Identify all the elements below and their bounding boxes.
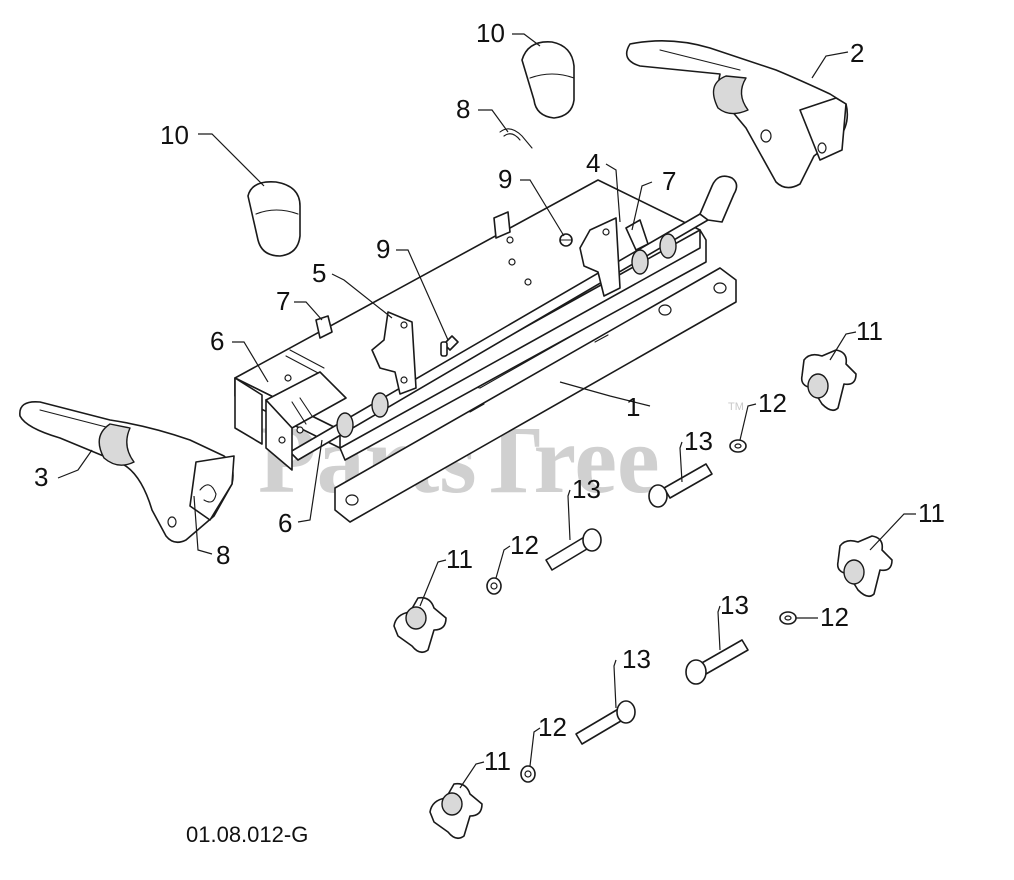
callout-grip-left: 10 (160, 120, 189, 150)
bolt-right-part (559, 233, 573, 247)
callout-pin-lower: 8 (216, 540, 230, 570)
carriage-bolt-b (545, 528, 602, 571)
bushing-plate-part (265, 371, 347, 471)
right-bracket-part (579, 217, 621, 297)
clip-left-part (315, 315, 333, 339)
callout-knob-c: 11 (446, 544, 473, 574)
grip-right-part (521, 41, 575, 119)
callout-carriage-bolt-d: 13 (622, 644, 651, 674)
carriage-bolt-c (685, 639, 749, 685)
callout-left-bracket: 5 (312, 258, 326, 288)
callout-clip-left: 7 (276, 286, 290, 316)
callout-bolt-left: 9 (376, 234, 390, 264)
callout-carriage-bolt-c: 13 (720, 590, 749, 620)
carriage-bolt-a (648, 463, 713, 508)
clip-right-part (625, 219, 649, 251)
callout-knob-d: 11 (484, 746, 511, 776)
callout-grip-right: 10 (476, 18, 505, 48)
callout-carriage-bolt-a: 13 (684, 426, 713, 456)
top-plate-tab (493, 211, 511, 239)
washer-a (729, 439, 747, 453)
star-knob-d (429, 782, 483, 840)
washer-d (520, 765, 536, 783)
callout-knob-b: 11 (918, 498, 945, 528)
callout-right-bracket: 4 (586, 148, 600, 178)
callout-bushing-upper: 6 (210, 326, 224, 356)
washer-c (779, 611, 797, 625)
star-knob-c (393, 596, 447, 654)
callout-washer-b: 12 (510, 530, 539, 560)
washer-b (486, 577, 502, 595)
bolt-left-part (440, 335, 459, 357)
callout-bushing-lower: 6 (278, 508, 292, 538)
callout-clip-right: 7 (662, 166, 676, 196)
right-lever-part (625, 40, 849, 189)
grip-left-part (247, 180, 301, 257)
callout-frame: 1 (626, 392, 640, 422)
callout-washer-a: 12 (758, 388, 787, 418)
watermark-tm: TM (728, 401, 744, 413)
figure-code: 01.08.012-G (186, 822, 308, 847)
callout-left-lever: 3 (34, 462, 48, 492)
callout-carriage-bolt-b: 13 (572, 474, 601, 504)
callout-washer-c: 12 (820, 602, 849, 632)
left-lever-part (19, 400, 235, 544)
callout-bolt-right: 9 (498, 164, 512, 194)
star-knob-b (836, 535, 893, 598)
leader-lines (57, 33, 916, 789)
star-knob-a (800, 349, 857, 412)
carriage-bolt-d (575, 700, 636, 745)
callout-right-lever: 2 (850, 38, 864, 68)
callout-pin-upper: 8 (456, 94, 470, 124)
pin-upper-part (499, 128, 533, 149)
callout-washer-d: 12 (538, 712, 567, 742)
left-bracket-part (371, 311, 417, 395)
callout-knob-a: 11 (856, 316, 883, 346)
